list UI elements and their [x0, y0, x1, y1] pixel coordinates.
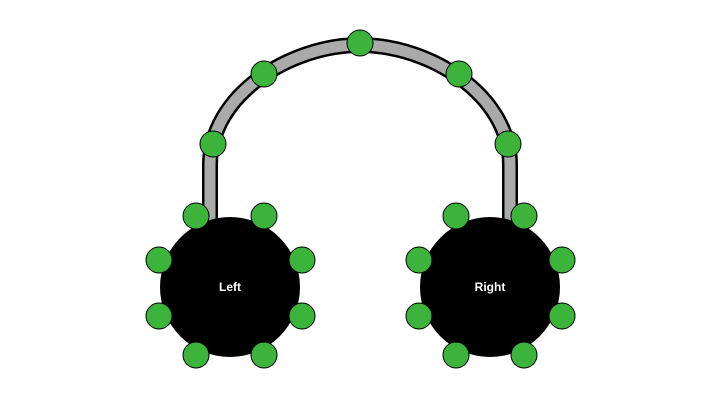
right-node-7	[442, 341, 470, 369]
headband-node-4	[445, 60, 473, 88]
left-earcup-body	[160, 217, 300, 357]
right-earcup: Right	[405, 202, 576, 369]
left-node-4	[288, 246, 316, 274]
right-node-3	[405, 246, 433, 274]
left-node-5	[145, 302, 173, 330]
left-node-2	[250, 202, 278, 230]
left-node-6	[288, 302, 316, 330]
headband-nodes	[199, 29, 522, 158]
right-node-6	[548, 302, 576, 330]
left-node-1	[182, 202, 210, 230]
right-node-4	[548, 246, 576, 274]
left-node-8	[250, 341, 278, 369]
left-earcup: Left	[145, 202, 316, 369]
left-node-7	[182, 341, 210, 369]
headband-node-2	[250, 60, 278, 88]
right-node-8	[510, 341, 538, 369]
headband-node-3	[346, 29, 374, 57]
headband-node-5	[494, 130, 522, 158]
headband-node-1	[199, 130, 227, 158]
right-node-1	[442, 202, 470, 230]
right-ear-label: Right	[475, 280, 506, 294]
left-node-3	[145, 246, 173, 274]
right-node-2	[510, 202, 538, 230]
left-ear-label: Left	[219, 280, 241, 294]
right-earcup-body	[420, 217, 560, 357]
right-node-5	[405, 302, 433, 330]
